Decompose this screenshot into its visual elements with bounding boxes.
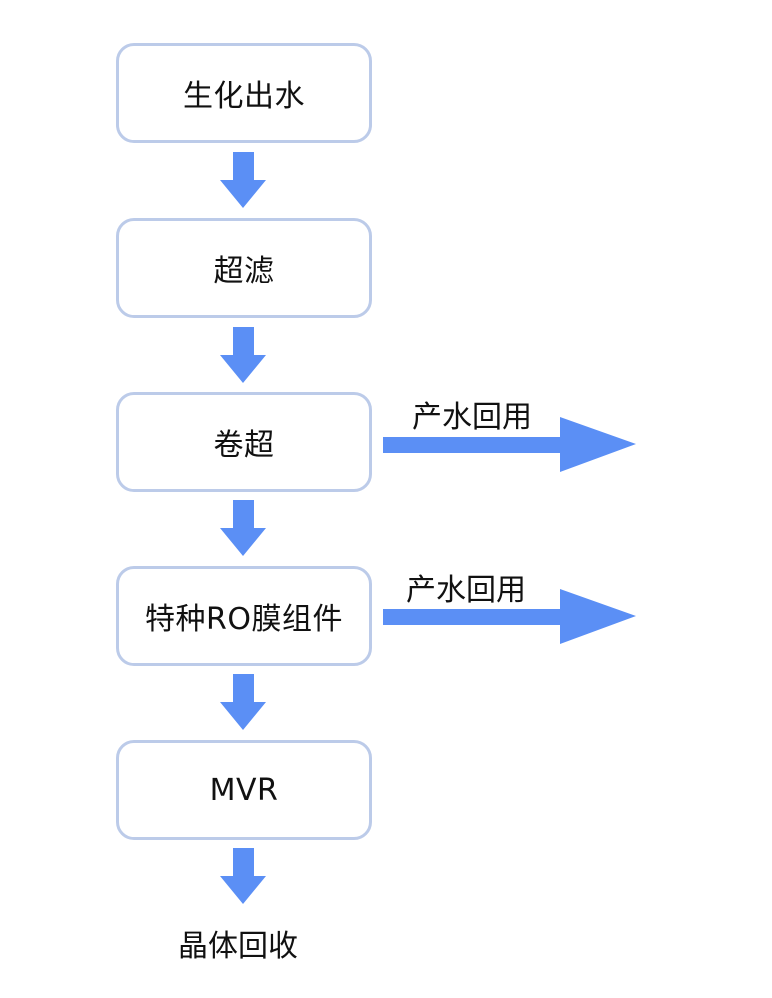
down-arrow-5 [220, 848, 266, 904]
down-arrow-4 [220, 674, 266, 730]
down-arrow-2 [220, 327, 266, 383]
side-output-label-1: 产水回用 [412, 400, 532, 435]
step-label-4: 特种RO膜组件 [145, 602, 343, 637]
down-arrow-1 [220, 152, 266, 208]
step-box-3: 卷超 [116, 392, 372, 492]
down-arrow-3 [220, 500, 266, 556]
step-label-3: 卷超 [213, 428, 275, 463]
step-label-2: 超滤 [213, 254, 275, 289]
step-box-5: MVR [116, 740, 372, 840]
step-label-5: MVR [209, 772, 279, 808]
step-box-4: 特种RO膜组件 [116, 566, 372, 666]
final-output-label: 晶体回收 [178, 929, 298, 964]
right-arrow-2 [383, 589, 636, 644]
side-output-label-2: 产水回用 [406, 573, 526, 608]
right-arrow-1 [383, 417, 636, 472]
step-box-1: 生化出水 [116, 43, 372, 143]
step-label-1: 生化出水 [183, 79, 305, 114]
step-box-2: 超滤 [116, 218, 372, 318]
